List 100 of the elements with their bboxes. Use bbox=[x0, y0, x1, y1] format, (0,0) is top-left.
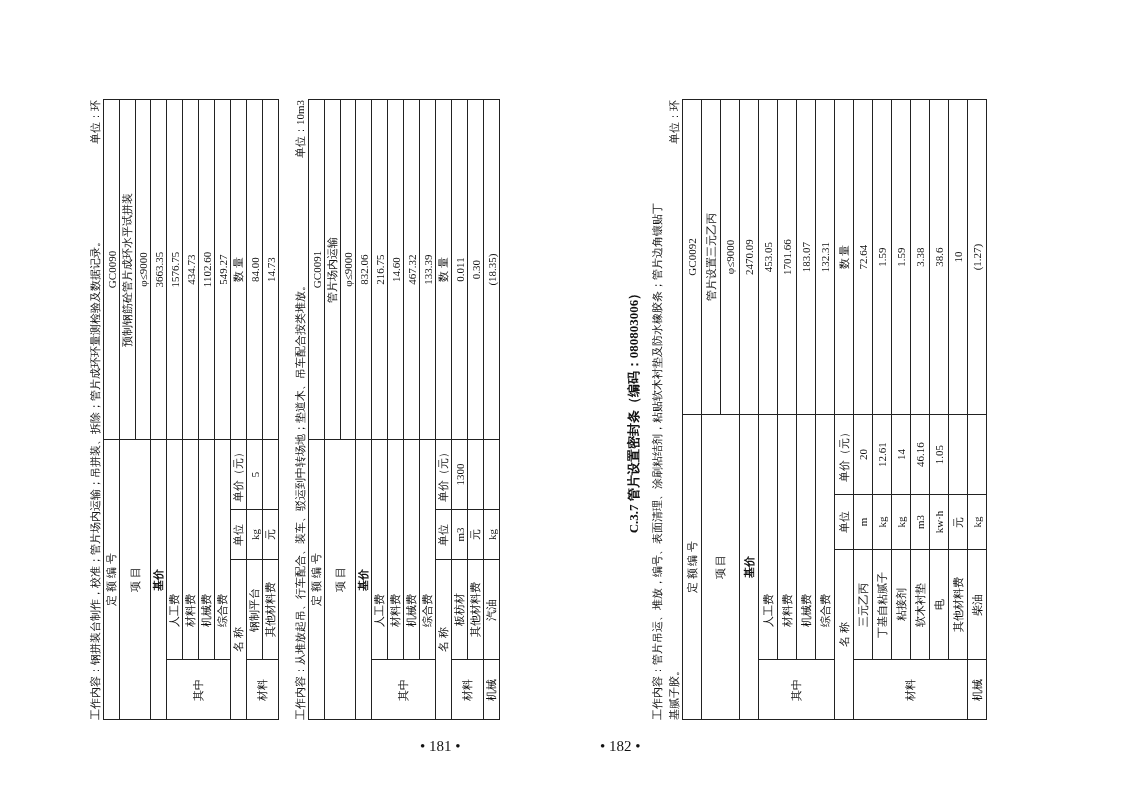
table-cell: 人工费 bbox=[758, 414, 778, 660]
table-cell: 定 额 编 号 bbox=[682, 414, 702, 720]
table-cell: 综合费 bbox=[815, 414, 835, 660]
table-cell: 10 bbox=[948, 99, 968, 415]
table-cell: 名 称 bbox=[834, 549, 854, 720]
table-cell: φ≤9000 bbox=[340, 99, 356, 440]
table-cell: 数 量 bbox=[435, 99, 452, 440]
table-cell: 其他材料费 bbox=[467, 559, 484, 660]
table-cell: 机械费 bbox=[403, 439, 420, 660]
table-cell: 钢制平台 bbox=[246, 559, 263, 660]
table-cell: 名 称 bbox=[435, 559, 452, 720]
table-cell: 1.05 bbox=[929, 414, 949, 495]
table-cell: 机械 bbox=[967, 659, 987, 720]
table-cell: 基价 bbox=[739, 414, 759, 720]
table-cell: 元 bbox=[467, 509, 484, 560]
table-cell: 12.61 bbox=[872, 414, 892, 495]
table-cell: 材料费 bbox=[777, 414, 797, 660]
table-cell: 综合费 bbox=[214, 439, 231, 660]
table-cell: 84.00 bbox=[246, 99, 263, 440]
table-cell: 项 目 bbox=[324, 439, 356, 720]
table-cell: 46.16 bbox=[910, 414, 930, 495]
page-number: • 182 • bbox=[600, 738, 641, 755]
table-cell: 材料 bbox=[451, 659, 484, 720]
table-cell: 预制钢筋砼管片成环水平试拼装 bbox=[119, 99, 136, 440]
table-cell: 人工费 bbox=[371, 439, 388, 660]
table-cell: 机械费 bbox=[198, 439, 215, 660]
table-cell: 其中 bbox=[371, 659, 436, 720]
table-cell: kw·h bbox=[929, 494, 949, 550]
table-cell: 14 bbox=[891, 414, 911, 495]
table-cell: (1.27) bbox=[967, 99, 987, 415]
table-cell: kg bbox=[483, 509, 500, 560]
table-cell: 3663.35 bbox=[150, 99, 167, 440]
table-cell: 5 bbox=[246, 439, 263, 510]
table-cell: 133.39 bbox=[419, 99, 436, 440]
unit-label: 单位：环 bbox=[88, 100, 102, 144]
table-cell: 软木衬垫 bbox=[910, 549, 930, 660]
table-cell: 综合费 bbox=[419, 439, 436, 660]
table-cell: (18.35) bbox=[483, 99, 500, 440]
table-cell: 1300 bbox=[451, 439, 468, 510]
table-cell: 0.011 bbox=[451, 99, 468, 440]
table-cell: 832.06 bbox=[355, 99, 372, 440]
table-cell: 材料费 bbox=[387, 439, 404, 660]
table-cell: 其中 bbox=[166, 659, 231, 720]
table-cell: 1.59 bbox=[891, 99, 911, 415]
table-cell: GC0091 bbox=[308, 99, 325, 440]
table-cell: 549.27 bbox=[214, 99, 231, 440]
table-cell: 132.31 bbox=[815, 99, 835, 415]
table-cell: 其他材料费 bbox=[948, 549, 968, 660]
table-cell: m3 bbox=[910, 494, 930, 550]
table-cell: 14.73 bbox=[262, 99, 279, 440]
table-cell: kg bbox=[891, 494, 911, 550]
table-cell: 0.30 bbox=[467, 99, 484, 440]
work-content-text: 工作内容：钢拼装台制作，校准；管片场内运输；吊拼装、拆除；管片成环环量测检验及数据记录。 bbox=[88, 236, 102, 720]
table-cell: φ≤9000 bbox=[720, 99, 740, 415]
table-cell: 元 bbox=[262, 509, 279, 560]
table-cell: 1.59 bbox=[872, 99, 892, 415]
table-cell: 板枋材 bbox=[451, 559, 468, 660]
table-cell: 名 称 bbox=[230, 559, 247, 720]
table-cell: 管片场内运输 bbox=[324, 99, 341, 440]
table-cell: m bbox=[853, 494, 873, 550]
table-cell: GC0090 bbox=[103, 99, 120, 440]
table-cell: 材料费 bbox=[182, 439, 199, 660]
table-cell: 丁基自粘腻子 bbox=[872, 549, 892, 660]
unit-label: 单位：10m3 bbox=[293, 100, 307, 159]
table-cell: 定 额 编 号 bbox=[308, 439, 325, 720]
table-cell: 14.60 bbox=[387, 99, 404, 440]
section-title: C.3.7 管片设置密封条（编码：080803006） bbox=[625, 285, 642, 536]
table-cell: 72.64 bbox=[853, 99, 873, 415]
table-cell: 其他材料费 bbox=[262, 559, 279, 660]
table-cell: kg bbox=[967, 494, 987, 550]
table-cell: 项 目 bbox=[119, 439, 151, 720]
table-cell: GC0092 bbox=[682, 99, 702, 415]
table-cell: 基价 bbox=[150, 439, 167, 720]
table-cell: 数 量 bbox=[230, 99, 247, 440]
table-cell: 单位 bbox=[834, 494, 854, 550]
table-cell: 其中 bbox=[758, 659, 835, 720]
table-cell: 数 量 bbox=[834, 99, 854, 415]
table-cell: 人工费 bbox=[166, 439, 183, 660]
table-cell: 1102.60 bbox=[198, 99, 215, 440]
table-cell: 216.75 bbox=[371, 99, 388, 440]
table-cell: 定 额 编 号 bbox=[103, 439, 120, 720]
table-cell: 电 bbox=[929, 549, 949, 660]
table-cell: 单价（元） bbox=[435, 439, 452, 510]
unit-label: 单位：环 bbox=[667, 100, 681, 144]
table-cell: 材料 bbox=[246, 659, 279, 720]
table-cell: 单价（元） bbox=[230, 439, 247, 510]
table-cell: 单价（元） bbox=[834, 414, 854, 495]
work-content-text: 工作内容：从堆放起吊、行车配合、装车、驳运到中转场地；垫道木、吊车配合按类堆放。 bbox=[293, 280, 307, 720]
table-cell: 单位 bbox=[435, 509, 452, 560]
table-cell: 机械费 bbox=[796, 414, 816, 660]
table-cell: 元 bbox=[948, 494, 968, 550]
table-cell: 3.38 bbox=[910, 99, 930, 415]
table-cell: 20 bbox=[853, 414, 873, 495]
table-cell: 1701.66 bbox=[777, 99, 797, 415]
table-cell: φ≤9000 bbox=[135, 99, 151, 440]
table-cell: 柴油 bbox=[967, 549, 987, 660]
table-cell: 2470.09 bbox=[739, 99, 759, 415]
table-cell: m3 bbox=[451, 509, 468, 560]
table-cell: 453.05 bbox=[758, 99, 778, 415]
table-cell: 项 目 bbox=[701, 414, 740, 720]
